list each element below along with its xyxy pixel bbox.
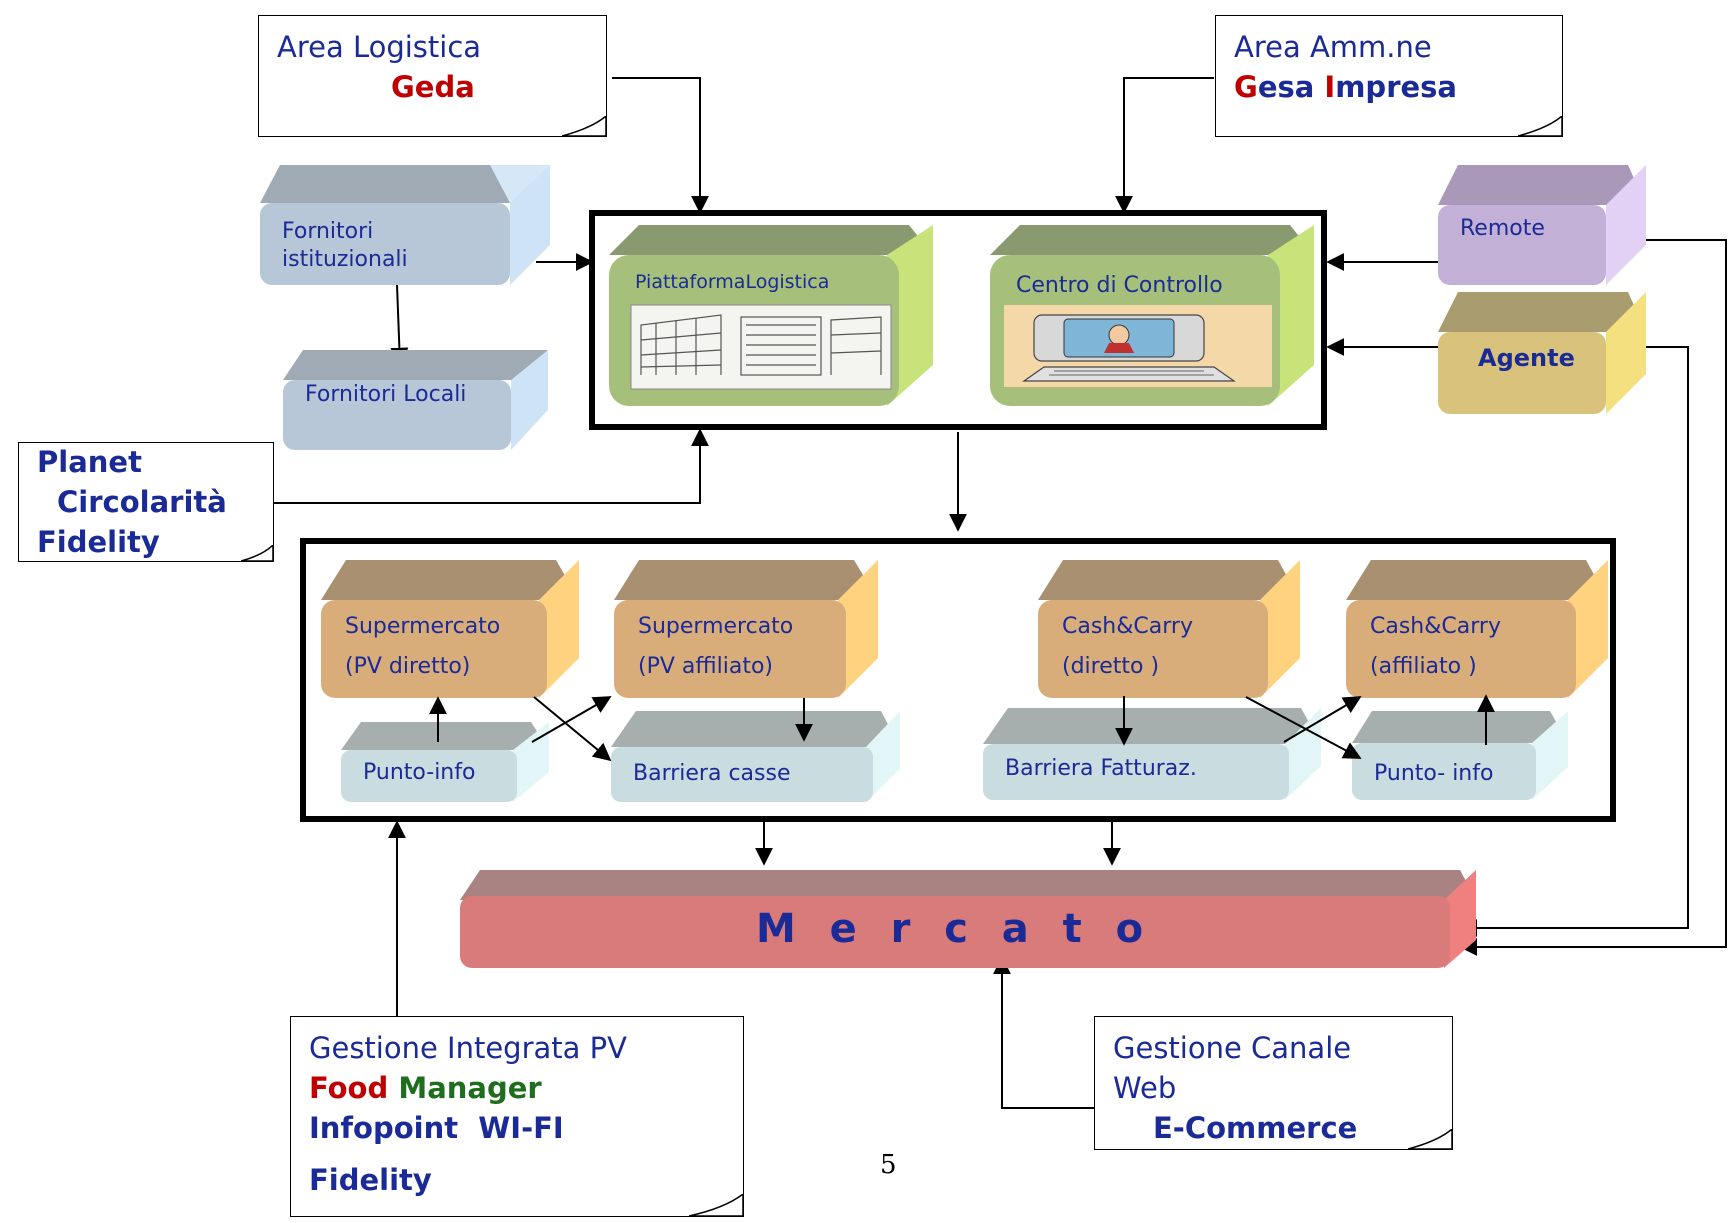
note-area-logistica-geda: Geda xyxy=(391,70,475,104)
box-fornitori-ist-shape xyxy=(260,165,550,285)
box-super-diretto-line1: Supermercato xyxy=(345,614,501,639)
box-punto-info-1-label: Punto-info xyxy=(363,760,476,785)
box-fornitori-ist-line2: istituzionali xyxy=(282,247,408,272)
note-planet-line1: Planet xyxy=(37,445,142,479)
note-planet: Planet Circolarità Fidelity xyxy=(18,442,274,562)
gesa-initial: G xyxy=(1234,70,1258,104)
page-number: 5 xyxy=(880,1150,897,1180)
box-mercato: M e r c a t o xyxy=(460,870,1476,968)
box-punto-info-1: Punto-info xyxy=(341,722,549,802)
box-super-affiliato-line2: (PV affiliato) xyxy=(638,654,774,679)
box-agente-shape xyxy=(1438,292,1646,414)
box-super-diretto-shape xyxy=(321,560,579,698)
box-barriera-casse-label: Barriera casse xyxy=(633,761,791,786)
note-canale-web: Gestione Canale Web E-Commerce xyxy=(1094,1016,1453,1150)
box-cash-affiliato-line2: (affiliato ) xyxy=(1370,654,1477,679)
box-super-affiliato-line1: Supermercato xyxy=(638,614,794,639)
box-supermercato-diretto: Supermercato (PV diretto) xyxy=(321,560,579,698)
arrow-logistica-to-platform xyxy=(612,77,709,214)
box-punto-info-2: Punto- info xyxy=(1352,711,1568,800)
box-supermercato-affiliato: Supermercato (PV affiliato) xyxy=(614,560,878,698)
arrow-super-diretto-to-barriera xyxy=(533,696,612,762)
note-planet-line2: Circolarità xyxy=(57,485,227,519)
box-punto-info-2-label: Punto- info xyxy=(1374,761,1494,786)
box-cash-diretto-line1: Cash&Carry xyxy=(1062,614,1193,639)
note-area-amm-title: Area Amm.ne xyxy=(1234,30,1432,64)
food-word: Food xyxy=(309,1071,389,1105)
arrow-web-to-mercato xyxy=(993,956,1094,1109)
box-cash-affiliato-shape xyxy=(1346,560,1608,698)
box-remote-shape xyxy=(1438,165,1646,285)
box-super-diretto-line2: (PV diretto) xyxy=(345,654,471,679)
arrow-amm-to-platform xyxy=(1115,77,1214,214)
gesa-rest: esa xyxy=(1257,70,1325,104)
note-gestione-pv-fidelity: Fidelity xyxy=(309,1163,432,1197)
note-gestione-pv-infopoint: Infopoint WI-FI xyxy=(309,1111,564,1145)
box-fornitori-locali-label: Fornitori Locali xyxy=(305,382,467,407)
note-planet-line3: Fidelity xyxy=(37,525,160,559)
note-area-amministrazione: Area Amm.ne Gesa Impresa xyxy=(1215,15,1563,137)
folded-corner-icon xyxy=(689,1194,744,1217)
note-canale-web-line2: Web xyxy=(1113,1071,1177,1105)
note-area-logistica-title: Area Logistica xyxy=(277,30,482,64)
box-remote-label: Remote xyxy=(1460,216,1545,241)
box-punto-info-1-shape xyxy=(341,722,549,802)
box-barriera-fatt-label: Barriera Fatturaz. xyxy=(1005,756,1197,781)
folded-corner-icon xyxy=(562,116,607,137)
note-area-logistica: Area Logistica Geda xyxy=(258,15,607,137)
box-piattaforma-logistica: PiattaformaLogistica xyxy=(609,225,933,406)
note-gestione-pv-title: Gestione Integrata PV xyxy=(309,1031,627,1065)
box-fornitori-locali: Fornitori Locali xyxy=(283,350,548,450)
impresa-initial: I xyxy=(1324,70,1336,104)
note-gestione-pv: Gestione Integrata PV Food Manager Infop… xyxy=(290,1016,744,1217)
box-piattaforma-label: PiattaformaLogistica xyxy=(635,271,830,293)
folded-corner-icon xyxy=(241,545,274,562)
box-cashcarry-diretto: Cash&Carry (diretto ) xyxy=(1038,560,1300,698)
box-barriera-fatt-shape xyxy=(983,708,1321,800)
box-fornitori-ist-line1: Fornitori xyxy=(282,219,374,244)
impresa-rest: mpresa xyxy=(1335,70,1457,104)
box-centro-label: Centro di Controllo xyxy=(1016,273,1223,298)
note-area-amm-gesa-impresa: Gesa Impresa xyxy=(1234,70,1457,104)
box-barriera-casse: Barriera casse xyxy=(611,711,900,802)
warehouse-illustration-icon xyxy=(630,304,892,390)
note-gestione-pv-food-manager: Food Manager xyxy=(309,1071,542,1105)
box-cash-diretto-line2: (diretto ) xyxy=(1062,654,1160,679)
box-cash-diretto-shape xyxy=(1038,560,1300,698)
note-canale-web-ecommerce: E-Commerce xyxy=(1153,1111,1358,1145)
folded-corner-icon xyxy=(1408,1129,1453,1150)
box-fornitori-locali-shape xyxy=(283,350,548,450)
box-mercato-shape xyxy=(460,870,1476,968)
box-agente-label: Agente xyxy=(1478,344,1575,372)
box-remote: Remote xyxy=(1438,165,1646,285)
box-barriera-fatturazione: Barriera Fatturaz. xyxy=(983,708,1321,800)
arrow-planet-to-platform xyxy=(274,428,709,504)
manager-word: Manager xyxy=(398,1071,542,1105)
arrow-puntoinfo1-to-super-affiliato xyxy=(531,696,612,743)
folded-corner-icon xyxy=(1518,116,1563,137)
box-agente: Agente xyxy=(1438,292,1646,414)
box-fornitori-istituzionali: Fornitori istituzionali xyxy=(260,165,550,285)
arrow-barriera-to-cash-affiliato xyxy=(1283,696,1362,743)
arrow-agente-to-mercato xyxy=(1459,346,1689,937)
arrow-cash-diretto-to-puntoinfo2 xyxy=(1245,696,1362,759)
box-barriera-casse-shape xyxy=(611,711,900,802)
box-cash-affiliato-line1: Cash&Carry xyxy=(1370,614,1501,639)
box-mercato-label: M e r c a t o xyxy=(756,906,1146,952)
box-super-affiliato-shape xyxy=(614,560,878,698)
computer-illustration-icon xyxy=(1004,305,1272,387)
box-punto-info-2-shape xyxy=(1352,711,1568,800)
note-canale-web-line1: Gestione Canale xyxy=(1113,1031,1352,1065)
arrow-remote-to-mercato xyxy=(1459,239,1727,956)
box-cashcarry-affiliato: Cash&Carry (affiliato ) xyxy=(1346,560,1608,698)
box-centro-controllo: Centro di Controllo xyxy=(990,225,1314,406)
